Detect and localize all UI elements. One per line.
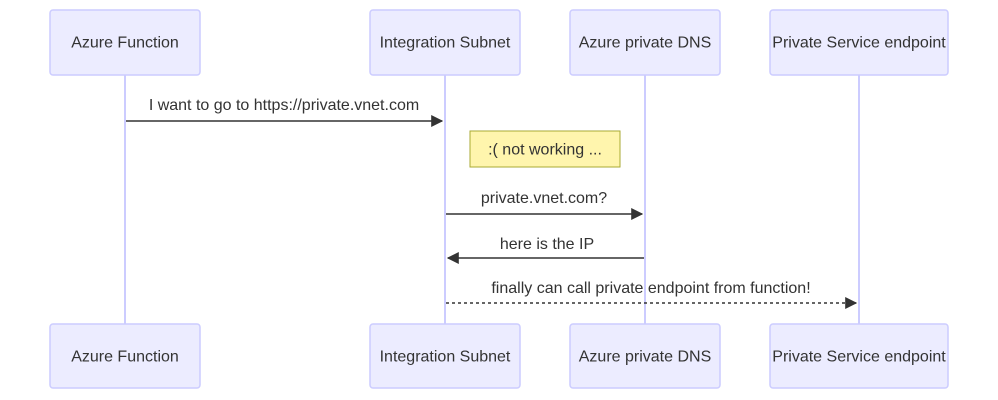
actor-label: Azure Function — [71, 35, 179, 52]
actor-top-integration-subnet: Integration Subnet — [369, 9, 521, 76]
message-label-3: here is the IP — [500, 236, 594, 253]
actor-top-azure-function: Azure Function — [49, 9, 201, 76]
actor-top-azure-private-dns: Azure private DNS — [569, 9, 721, 76]
message-label-4: finally can call private endpoint from f… — [491, 280, 810, 297]
actor-bottom-integration-subnet: Integration Subnet — [369, 323, 521, 389]
actor-label: Integration Subnet — [380, 349, 511, 366]
actor-label: Integration Subnet — [380, 35, 511, 52]
actor-label: Azure Function — [71, 349, 179, 366]
actor-bottom-azure-private-dns: Azure private DNS — [569, 323, 721, 389]
actor-bottom-private-service-endpoint: Private Service endpoint — [769, 323, 949, 389]
actor-bottom-azure-function: Azure Function — [49, 323, 201, 389]
actor-label: Azure private DNS — [579, 35, 712, 52]
actor-label: Private Service endpoint — [772, 349, 946, 366]
message-label-1: I want to go to https://private.vnet.com — [149, 97, 419, 114]
note: :( not working ... — [469, 130, 621, 168]
actor-top-private-service-endpoint: Private Service endpoint — [769, 9, 949, 76]
note-text: :( not working ... — [488, 142, 602, 159]
message-label-2: private.vnet.com? — [481, 190, 607, 207]
actor-label: Private Service endpoint — [772, 35, 946, 52]
actor-label: Azure private DNS — [579, 349, 712, 366]
